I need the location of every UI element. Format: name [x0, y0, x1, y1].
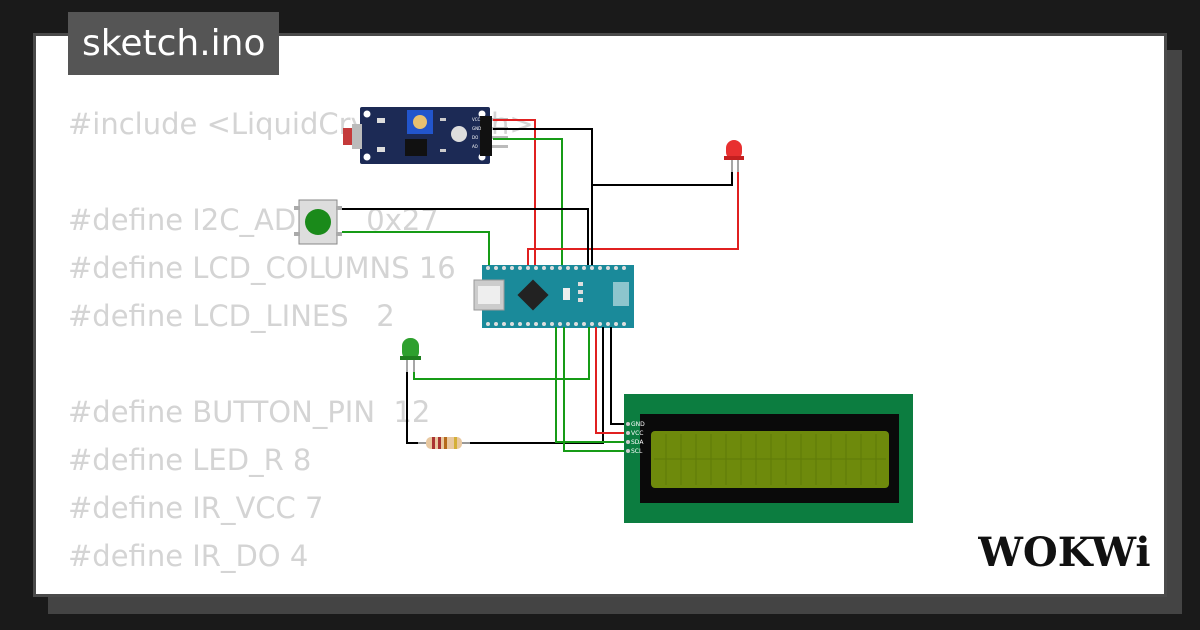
wire-green-led-cathode: [406, 372, 418, 444]
wokwi-logo: WOKWi: [978, 529, 1150, 576]
red-led[interactable]: [724, 140, 744, 172]
code-line: #define IR_DO 4: [68, 539, 309, 573]
wire-lcd-sda: [555, 327, 624, 443]
lcd-pin-scl: SCL: [631, 448, 643, 455]
green-led[interactable]: [400, 338, 421, 372]
code-line: #define LCD_COLUMNS 16: [68, 251, 456, 285]
wire-ir-do: [493, 138, 563, 265]
wire-red-led-anode: [527, 172, 739, 265]
wire-button-signal: [342, 231, 490, 265]
wire-red-led-cathode: [591, 172, 733, 265]
ir-pin-vcc: VCC: [472, 117, 481, 122]
code-line: #define LED_R 8: [68, 443, 312, 477]
arduino-nano[interactable]: [473, 265, 634, 328]
code-line: #define IR_VCC 7: [68, 491, 324, 525]
wire-lcd-vcc: [595, 327, 624, 434]
resistor[interactable]: [418, 437, 470, 449]
wire-ir-gnd: [493, 128, 593, 265]
wire-ir-vcc: [493, 119, 536, 265]
lcd-pin-gnd: GND: [631, 421, 645, 428]
wires: [342, 119, 739, 452]
lcd-display[interactable]: GND VCC SDA SCL: [624, 394, 913, 523]
wire-lcd-gnd: [610, 327, 624, 425]
lcd-pin-vcc: VCC: [631, 430, 643, 437]
push-button[interactable]: [294, 199, 342, 245]
wokwi-logo-text: WOKWi: [978, 529, 1150, 576]
ir-pin-gnd: GND: [472, 126, 481, 131]
wire-green-led-anode: [413, 327, 590, 380]
ir-sensor-module[interactable]: VCC GND DO AO: [343, 107, 508, 164]
ir-pin-do: DO: [472, 135, 478, 140]
ir-pin-ao: AO: [472, 144, 478, 149]
wire-button-gnd: [342, 208, 589, 265]
code-line: #define LCD_LINES 2: [68, 299, 395, 333]
file-tab[interactable]: sketch.ino: [68, 12, 280, 75]
wire-resistor-gnd: [470, 327, 604, 444]
lcd-pin-sda: SDA: [631, 439, 644, 446]
code-line: #define BUTTON_PIN 12: [68, 395, 431, 429]
wire-lcd-scl: [563, 327, 624, 452]
